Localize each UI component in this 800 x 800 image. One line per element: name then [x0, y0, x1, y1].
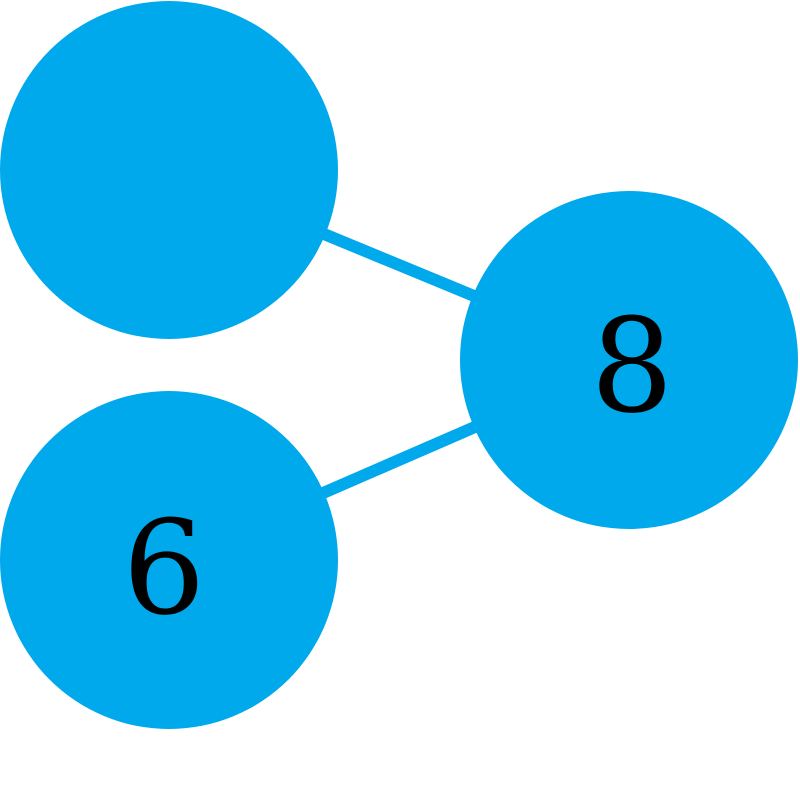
node-right	[460, 191, 798, 529]
node-bottom-left	[0, 391, 338, 729]
node-top-left	[0, 1, 338, 339]
node-label-bottom-left: 6	[123, 492, 206, 644]
node-label-right: 8	[591, 290, 674, 442]
